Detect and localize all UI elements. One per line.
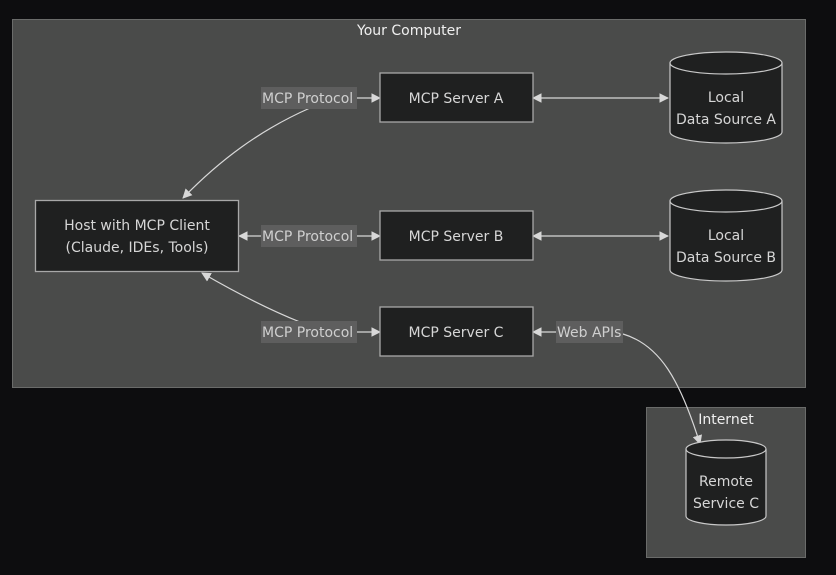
svg-text:Web APIs: Web APIs xyxy=(557,325,621,341)
edge-label-host-c: MCP Protocol xyxy=(261,321,357,343)
node-mcp-server-c[interactable]: MCP Server C xyxy=(379,306,534,357)
node-host-mcp-client[interactable]: Host with MCP Client (Claude, IDEs, Tool… xyxy=(34,199,240,273)
node-data-b-line-2: Data Source B xyxy=(676,250,776,266)
node-host-line-2: (Claude, IDEs, Tools) xyxy=(66,240,209,256)
node-remote-service-c[interactable]: Remote Service C xyxy=(685,439,767,526)
svg-text:MCP Protocol: MCP Protocol xyxy=(262,91,353,107)
node-mcp-server-b-label: MCP Server B xyxy=(409,229,504,245)
node-mcp-server-a[interactable]: MCP Server A xyxy=(379,72,534,123)
edge-label-host-a: MCP Protocol xyxy=(261,87,357,109)
node-remote-line-2: Service C xyxy=(693,496,759,512)
cluster-internet-label: Internet xyxy=(698,412,754,428)
svg-text:MCP Protocol: MCP Protocol xyxy=(262,325,353,341)
edge-server-c-to-remote xyxy=(622,333,703,445)
node-host-line-1: Host with MCP Client xyxy=(64,218,210,234)
edge-label-host-b: MCP Protocol xyxy=(261,225,357,247)
node-local-data-source-a[interactable]: Local Data Source A xyxy=(669,51,783,144)
edge-host-to-server-c xyxy=(201,272,301,323)
node-remote-line-1: Remote xyxy=(699,474,753,490)
node-mcp-server-b[interactable]: MCP Server B xyxy=(379,210,534,261)
node-mcp-server-c-label: MCP Server C xyxy=(409,325,504,341)
node-local-data-source-b[interactable]: Local Data Source B xyxy=(669,189,783,282)
cluster-your-computer-label: Your Computer xyxy=(356,23,461,39)
node-data-b-line-1: Local xyxy=(708,228,744,244)
svg-text:MCP Protocol: MCP Protocol xyxy=(262,229,353,245)
node-data-a-line-1: Local xyxy=(708,90,744,106)
node-data-a-line-2: Data Source A xyxy=(676,112,776,128)
edge-host-to-server-a xyxy=(182,107,311,199)
node-mcp-server-a-label: MCP Server A xyxy=(409,91,504,107)
cluster-internet: Internet xyxy=(646,407,806,558)
edge-label-web-apis: Web APIs xyxy=(556,321,623,343)
